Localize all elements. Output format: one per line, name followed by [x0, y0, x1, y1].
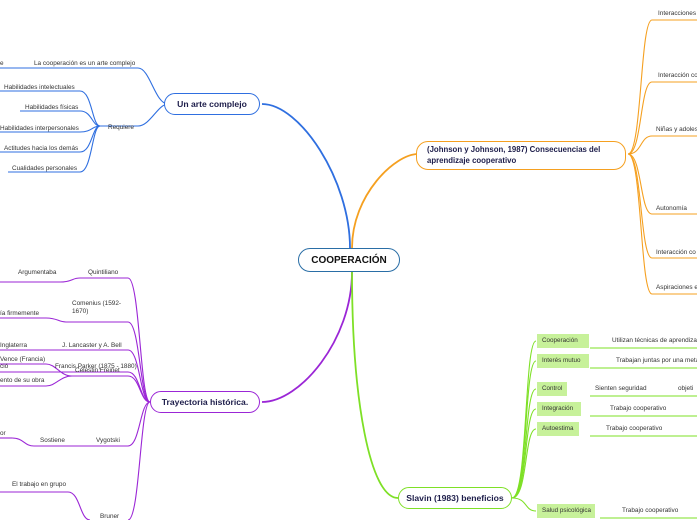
subtopic-parker[interactable]: Francis Parker (1875 - 1880): [55, 363, 137, 370]
subtopic-lancaster[interactable]: J. Lancaster y A. Bell: [62, 342, 122, 349]
requiere-item[interactable]: Habilidades interpersonales: [0, 125, 79, 132]
subtopic-sostiene[interactable]: Sostiene: [40, 437, 65, 444]
benefit-cooperacion[interactable]: Cooperación: [537, 334, 589, 348]
requiere-item[interactable]: Habilidades intelectuales: [4, 84, 75, 91]
slavin-connectors: [351, 271, 697, 519]
subtopic-comenius[interactable]: Comenius (1592-1670): [72, 300, 122, 315]
benefit-detail[interactable]: Trabajan juntas por una meta: [616, 357, 697, 364]
subtopic-quintiliano[interactable]: Quintiliano: [88, 269, 119, 276]
subtopic-argumentaba[interactable]: Argumentaba: [18, 269, 57, 276]
requiere-item[interactable]: Actitudes hacia los demás: [4, 145, 79, 152]
benefit-integracion[interactable]: Integración: [537, 402, 581, 416]
johnson-item[interactable]: Interacciones: [658, 10, 697, 17]
topic-trayectoria[interactable]: Trayectoria histórica.: [150, 391, 260, 413]
subtopic-vence[interactable]: Vence (Francia): [0, 356, 46, 363]
topic-arte-complejo[interactable]: Un arte complejo: [164, 93, 260, 115]
subtopic-firmemente[interactable]: ía firmemente: [0, 310, 40, 317]
benefit-detail[interactable]: Utilizan técnicas de aprendiza: [612, 337, 697, 344]
subtopic-obra[interactable]: ento de su obra: [0, 377, 45, 384]
subtopic-arte-complejo[interactable]: La cooperación es un arte complejo: [34, 60, 136, 67]
johnson-item[interactable]: Aspiraciones e: [656, 284, 697, 291]
benefit-detail[interactable]: Trabajo cooperativo: [622, 507, 679, 514]
benefit-detail[interactable]: objeti: [678, 385, 694, 392]
benefit-autoestima[interactable]: Autoestima: [537, 422, 579, 436]
subtopic-requiere[interactable]: Requiere: [108, 124, 134, 131]
subtopic-freinet[interactable]: Célestin Freinet: [75, 367, 120, 374]
subtopic-grupo[interactable]: El trabajo en grupo: [12, 481, 67, 488]
johnson-item[interactable]: Autonomía: [656, 205, 687, 212]
benefit-control[interactable]: Control: [537, 382, 567, 396]
requiere-item[interactable]: Cualidades personales: [12, 165, 78, 172]
topic-johnson[interactable]: (Johnson y Johnson, 1987) Consecuencias …: [416, 141, 626, 170]
benefit-interes[interactable]: Interés mutuo: [537, 354, 589, 368]
benefit-detail[interactable]: Trabajo cooperativo: [606, 425, 663, 432]
central-topic[interactable]: COOPERACIÓN: [298, 248, 400, 272]
johnson-item[interactable]: Interacción co: [656, 249, 696, 256]
requiere-item[interactable]: Habilidades físicas: [25, 104, 79, 111]
benefit-detail[interactable]: Trabajo cooperativo: [610, 405, 667, 412]
subtopic-or[interactable]: or: [0, 430, 6, 437]
johnson-item[interactable]: Interacción co: [658, 72, 697, 79]
benefit-detail[interactable]: Sienten seguridad: [595, 385, 647, 392]
subtopic-vygotski[interactable]: Vygotski: [96, 437, 120, 444]
subtopic-cio[interactable]: ció: [0, 363, 9, 370]
subtopic-bruner[interactable]: Bruner: [100, 513, 120, 520]
johnson-item[interactable]: Niñas y adoles: [656, 126, 697, 133]
trayectoria-connectors: [0, 271, 353, 520]
subtopic-inglaterra[interactable]: Inglaterra: [0, 342, 27, 349]
subtopic-fragment[interactable]: e: [0, 60, 4, 67]
johnson-connectors: [351, 19, 697, 295]
arte-connectors: [0, 67, 351, 249]
topic-slavin[interactable]: Slavin (1983) beneficios: [398, 487, 512, 509]
benefit-salud[interactable]: Salud psicológica: [537, 504, 595, 518]
